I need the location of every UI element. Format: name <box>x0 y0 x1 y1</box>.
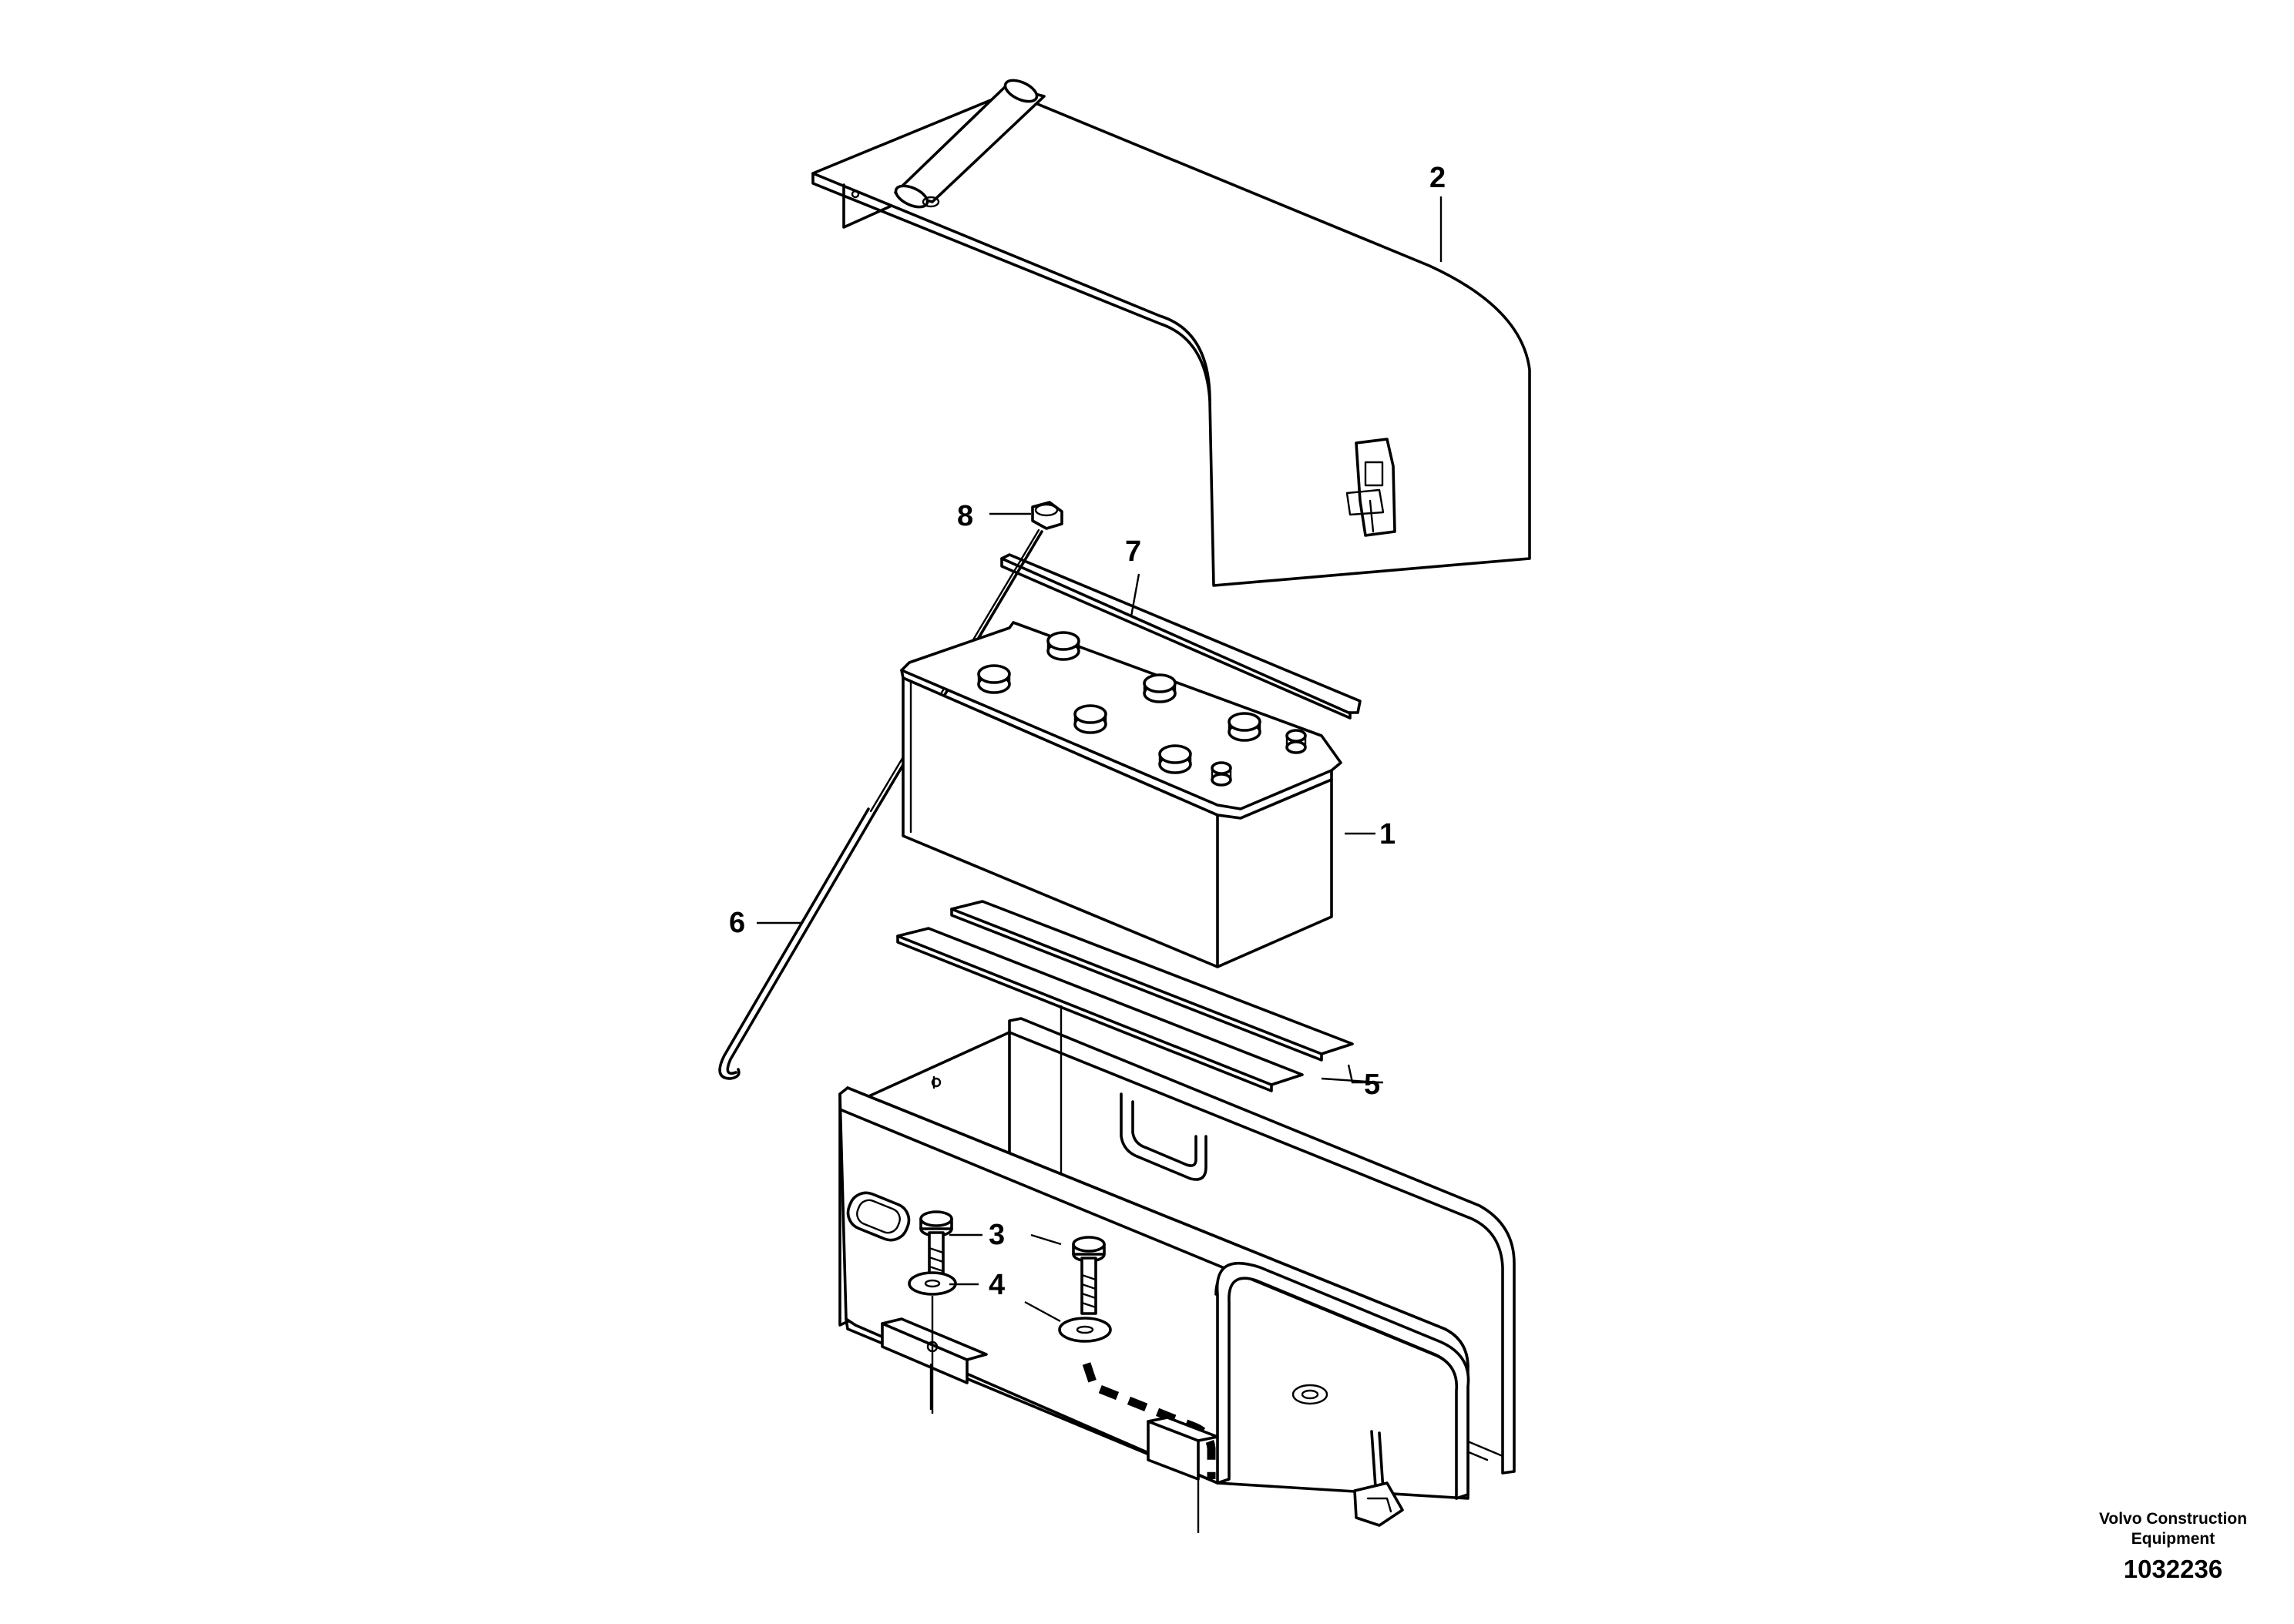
company-name-line2: Equipment <box>2131 1530 2215 1548</box>
callout-3: 3 <box>989 1219 1005 1251</box>
battery-tray <box>838 1017 1516 1527</box>
washer-left <box>908 1271 957 1296</box>
bolt-right <box>1072 1236 1106 1315</box>
assembly-lines <box>929 1005 1200 1533</box>
clamp-bar <box>1000 553 1362 720</box>
washer-right <box>1058 1317 1112 1343</box>
callout-6: 6 <box>729 907 745 939</box>
battery-cover <box>811 79 1531 587</box>
leader-lines <box>757 196 1443 1323</box>
callout-2: 2 <box>1429 162 1446 194</box>
company-name-line1: Volvo Construction <box>2099 1510 2247 1528</box>
callout-7: 7 <box>1125 535 1141 568</box>
callout-1: 1 <box>1379 818 1396 851</box>
battery <box>900 621 1342 968</box>
callouts: 1 2 3 4 5 6 7 8 <box>729 162 1446 1301</box>
drawing-number: 1032236 <box>2124 1555 2222 1583</box>
battery-caps <box>977 631 1307 787</box>
callout-5: 5 <box>1364 1069 1380 1101</box>
pads <box>896 900 1354 1092</box>
callout-4: 4 <box>989 1269 1005 1301</box>
callout-8: 8 <box>957 500 973 532</box>
footer: Volvo Construction Equipment 1032236 <box>2099 1510 2247 1583</box>
nut <box>1031 501 1063 530</box>
